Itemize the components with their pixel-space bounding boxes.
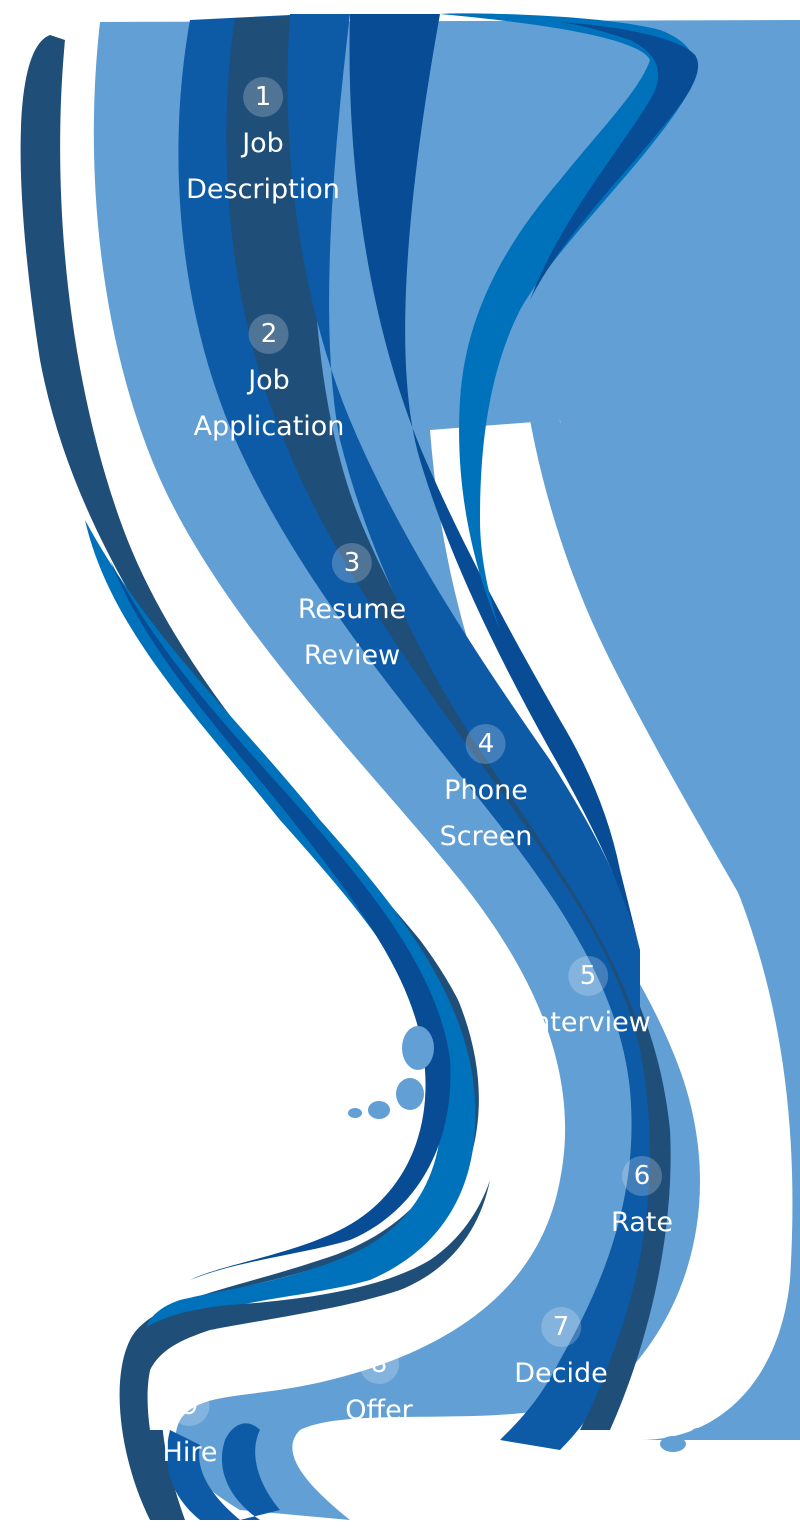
ribbon-deep-band <box>349 14 640 950</box>
step-number-badge: 7 <box>541 1307 581 1347</box>
step-label: Resume <box>297 594 407 625</box>
ribbon-navy-band <box>226 15 671 1430</box>
step-number-badge: 3 <box>331 543 372 583</box>
step-number-badge: 5 <box>568 956 608 996</box>
step-label: Offer <box>345 1395 413 1426</box>
ribbon-funnel-rim <box>530 22 699 300</box>
splash-drop <box>402 1026 434 1070</box>
step-label: Review <box>303 640 401 671</box>
step-number-badge: 6 <box>621 1156 662 1196</box>
splash-drop <box>619 503 643 537</box>
step-9: 9 Hire <box>162 1386 218 1476</box>
step-label: Application <box>193 411 345 442</box>
step-number-badge: 4 <box>465 724 506 764</box>
splash-drop <box>597 247 615 269</box>
step-label: Hire <box>162 1437 218 1468</box>
splash-drop <box>612 476 624 496</box>
splash-drop <box>691 1428 705 1438</box>
splash-drop <box>368 1101 390 1119</box>
ribbon-lower-swirl-deep <box>110 560 451 1280</box>
ribbon-inner-royal <box>287 14 640 1030</box>
step-label: Job <box>248 365 290 396</box>
ribbon-funnel-mouth <box>440 13 696 631</box>
step-7: 7 Decide <box>514 1307 608 1397</box>
splash-drop <box>600 200 624 236</box>
splash-drop <box>660 1436 686 1452</box>
step-3: 3 Resume Review <box>298 543 406 679</box>
step-label: Decide <box>514 1358 608 1389</box>
step-number-badge: 1 <box>243 77 283 117</box>
step-label: Description <box>186 174 340 205</box>
step-label: Interview <box>525 1007 651 1038</box>
ribbon-right-flourish <box>520 330 765 940</box>
step-number-badge: 2 <box>249 314 289 354</box>
ribbon-tail-bands <box>166 1423 280 1520</box>
step-label: Job <box>242 128 284 159</box>
step-4: 4 Phone Screen <box>439 724 533 860</box>
step-6: 6 Rate <box>611 1156 673 1246</box>
ribbon-white-gap <box>62 30 509 1430</box>
splash-drop <box>348 1108 362 1118</box>
step-5: 5 Interview <box>525 956 651 1046</box>
step-number-badge: 8 <box>358 1344 399 1384</box>
ribbon-lower-swirl-bright <box>85 520 476 1340</box>
ribbon-lower-swirl-navy <box>130 1180 490 1370</box>
step-8: 8 Offer <box>345 1344 413 1434</box>
step-label: Rate <box>611 1207 673 1238</box>
step-label: Phone <box>444 775 528 806</box>
splash-drop <box>396 1078 424 1110</box>
step-1: 1 Job Description <box>186 77 340 213</box>
step-number-badge: 9 <box>170 1386 210 1426</box>
step-label: Screen <box>439 821 533 852</box>
step-2: 2 Job Application <box>193 314 345 450</box>
